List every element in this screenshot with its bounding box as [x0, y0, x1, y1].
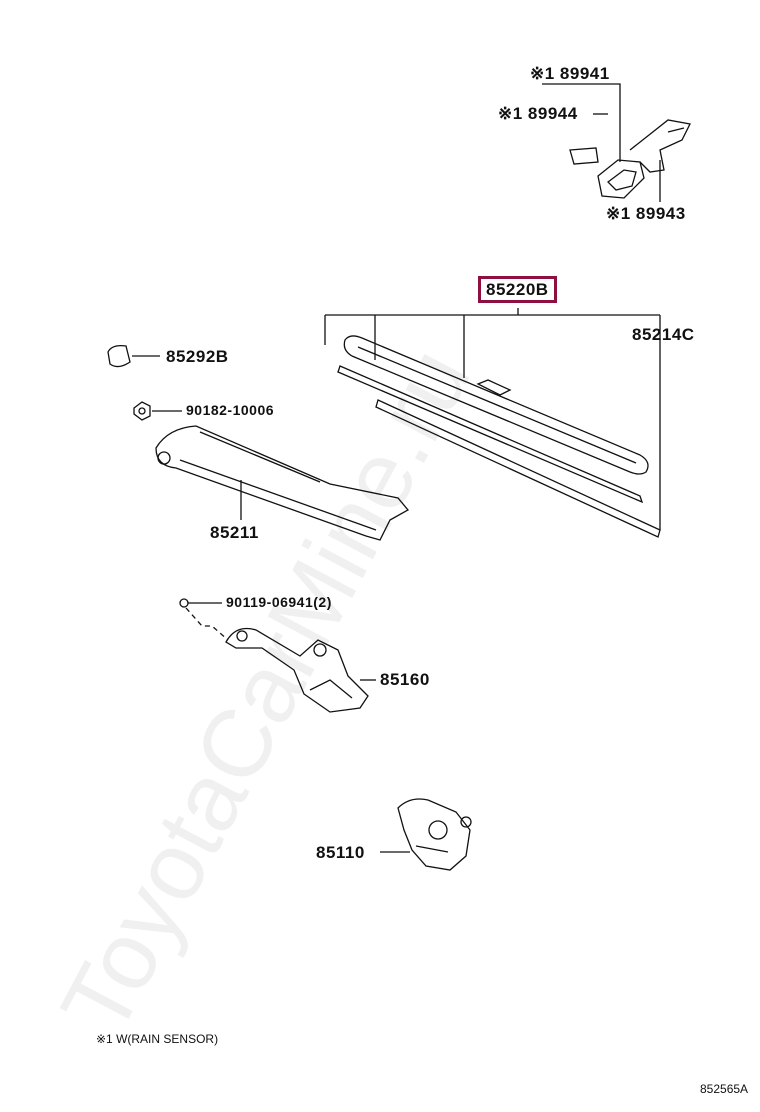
sensor-pad-drawing [569, 147, 599, 165]
wiper-motor-drawing [380, 798, 472, 871]
part-label-85214C[interactable]: 85214C [632, 325, 695, 344]
nut-90182-drawing [133, 401, 182, 421]
wiper-link-drawing [225, 627, 376, 713]
sensor-bracket-drawing [629, 119, 691, 173]
blade-bracket-lines [324, 308, 661, 530]
sensor-cover-drawing [597, 159, 645, 199]
leader-89941 [542, 83, 621, 162]
part-label-89941[interactable]: ※1 89941 [530, 64, 610, 83]
part-label-85211[interactable]: 85211 [210, 523, 259, 542]
rain-sensor-parts-drawing [542, 83, 691, 202]
cap-85292B-drawing [107, 344, 160, 368]
part-label-85110[interactable]: 85110 [316, 843, 365, 862]
part-label-85160[interactable]: 85160 [380, 670, 430, 689]
part-label-89943[interactable]: ※1 89943 [606, 204, 686, 223]
wiper-blade-drawing [337, 335, 661, 538]
wiper-arm-drawing [155, 425, 410, 541]
part-label-85220B[interactable]: 85220B [478, 276, 557, 303]
part-label-85292B[interactable]: 85292B [166, 347, 229, 366]
bolt-90119-drawing [179, 598, 229, 641]
part-label-89944[interactable]: ※1 89944 [498, 104, 578, 123]
footnote: ※1 W(RAIN SENSOR) [96, 1032, 219, 1046]
part-label-90182-10006[interactable]: 90182-10006 [186, 402, 275, 418]
diagram-code: 852565A [700, 1082, 749, 1096]
part-label-90119-06941[interactable]: 90119-06941(2) [226, 594, 332, 610]
